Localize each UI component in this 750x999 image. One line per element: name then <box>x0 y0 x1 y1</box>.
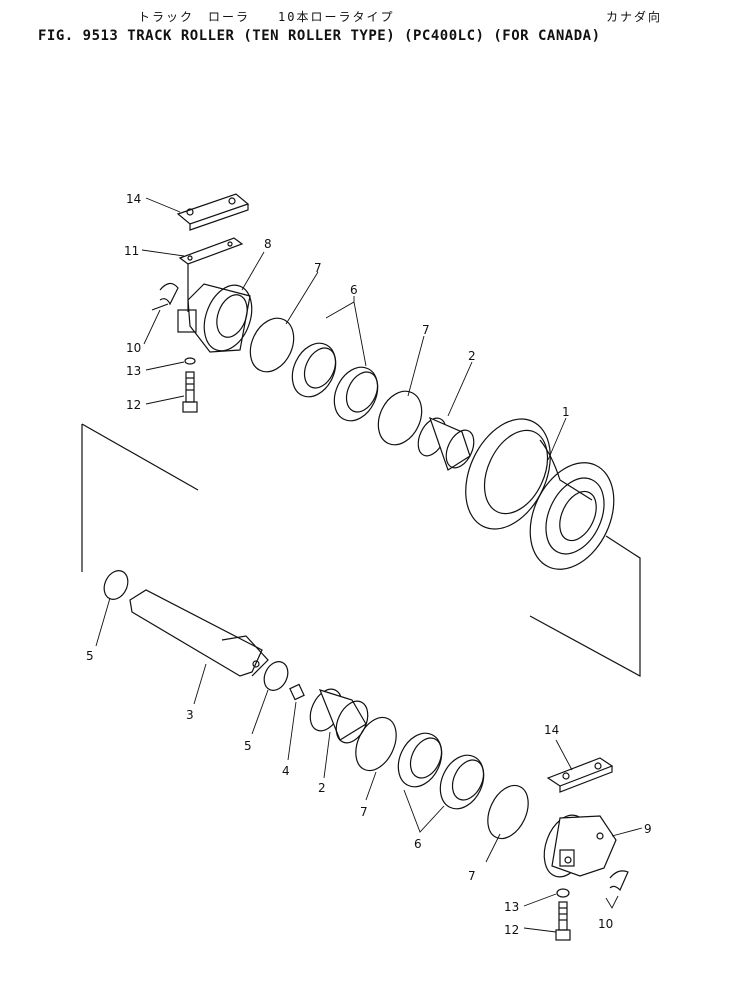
callout-6-top: 6 <box>350 283 358 297</box>
leader-lines <box>95 197 643 933</box>
callout-3: 3 <box>186 708 194 722</box>
part-9-collar <box>543 814 617 878</box>
callout-10-top: 10 <box>126 341 141 355</box>
callout-4: 4 <box>282 764 290 778</box>
callout-2-bottom: 2 <box>318 781 326 795</box>
bracket-line-left-top <box>81 423 199 491</box>
japanese-suffix: カナダ向 <box>606 10 663 24</box>
part-5-o-ring-right <box>263 661 289 691</box>
callout-7-c: 7 <box>360 805 368 819</box>
part-1-roller <box>465 418 615 570</box>
callout-7-d: 7 <box>468 869 476 883</box>
part-4-plug <box>289 683 305 701</box>
callout-9: 9 <box>644 822 652 836</box>
callout-labels: 14 11 8 7 6 7 2 1 10 13 12 5 3 5 4 2 7 6… <box>86 192 652 937</box>
callout-12-bottom: 12 <box>504 923 519 937</box>
part-2-bushing-bottom <box>309 688 369 744</box>
part-8-collar <box>177 264 253 353</box>
part-6-seal-pair-bottom <box>397 732 485 810</box>
callout-14-bottom: 14 <box>544 723 559 737</box>
part-12-bolt-bottom <box>555 901 571 941</box>
callout-12-top: 12 <box>126 398 141 412</box>
part-12-bolt-top <box>182 371 198 413</box>
part-10-clip-top <box>151 282 179 311</box>
callout-1: 1 <box>562 405 570 419</box>
callout-8: 8 <box>264 237 272 251</box>
part-10-clip-bottom <box>609 870 629 892</box>
bracket-line-right <box>529 535 641 678</box>
callout-13-bottom: 13 <box>504 900 519 914</box>
part-7-o-ring-2 <box>377 390 423 446</box>
part-7-o-ring-3 <box>355 716 397 772</box>
part-14-plate-top <box>176 193 250 231</box>
part-11-thin-plate <box>178 237 244 265</box>
part-6-seal-pair-top <box>291 342 379 422</box>
callout-11: 11 <box>124 244 139 258</box>
part-7-o-ring-4 <box>487 784 529 840</box>
part-13-washer-bottom <box>556 888 570 898</box>
part-13-washer-top <box>184 357 196 365</box>
part-5-o-ring-left <box>103 570 129 600</box>
japanese-title: トラック ローラ 10本ローラタイプ <box>138 10 395 24</box>
callout-5-left: 5 <box>86 649 94 663</box>
part-14-plate-bottom <box>546 757 614 793</box>
callout-13-top: 13 <box>126 364 141 378</box>
callout-7-a: 7 <box>314 261 322 275</box>
callout-7-b: 7 <box>422 323 430 337</box>
callout-14-top: 14 <box>126 192 141 206</box>
part-3-shaft <box>129 589 269 677</box>
part-7-o-ring-1 <box>249 317 295 373</box>
callout-2-top: 2 <box>468 349 476 363</box>
part-2-bushing-top <box>417 416 475 471</box>
callout-10-bottom: 10 <box>598 917 613 931</box>
callout-5-right: 5 <box>244 739 252 753</box>
callout-6-bottom: 6 <box>414 837 422 851</box>
figure-title: FIG. 9513 TRACK ROLLER (TEN ROLLER TYPE)… <box>38 28 601 44</box>
